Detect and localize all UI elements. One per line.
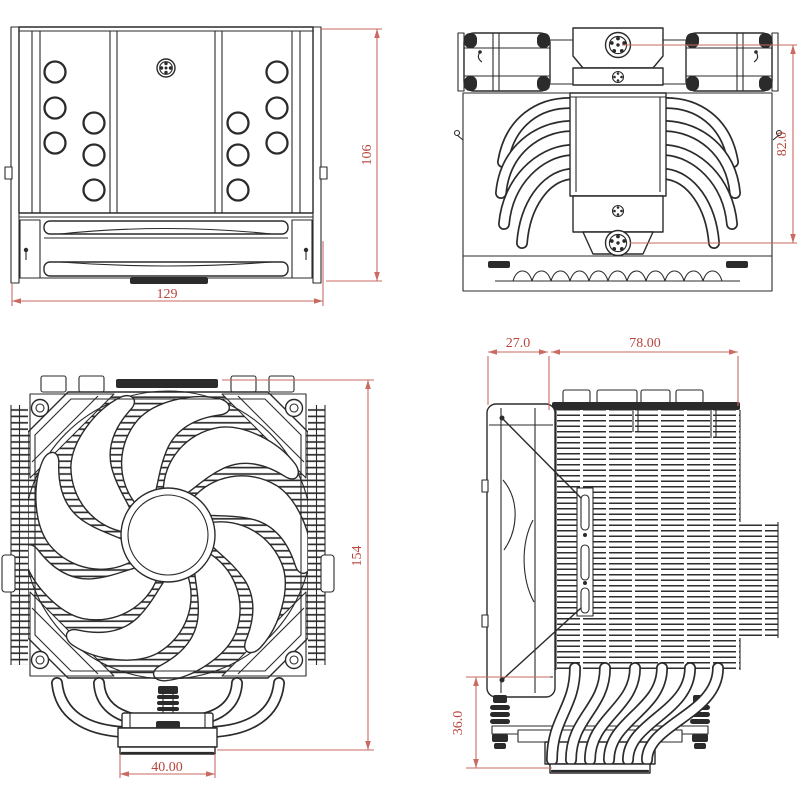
dim-label-154: 154 xyxy=(350,546,365,567)
view-cooler-side: 27.0 78.00 36.0 xyxy=(451,336,779,774)
cooler-top-drawing xyxy=(4,26,328,284)
dim-label-106: 106 xyxy=(360,145,375,166)
dim-label-82: 82.0 xyxy=(775,132,790,157)
view-cooler-front-fan: 154 40.00 xyxy=(1,375,374,778)
dim-fan-depth-27: 27.0 xyxy=(487,336,550,410)
heatpipes-left xyxy=(495,97,576,249)
fin-scallops xyxy=(512,270,723,282)
side-fan-profile xyxy=(481,403,556,698)
dim-height-106: 106 xyxy=(321,28,382,282)
dim-label-27: 27.0 xyxy=(506,336,531,351)
spring-screw-left xyxy=(490,695,510,749)
dim-base-width-40: 40.00 xyxy=(119,754,216,778)
top-screw-icon xyxy=(156,58,176,78)
fan-corner-screws xyxy=(30,398,304,670)
side-heatpipes xyxy=(546,662,724,766)
dim-label-78: 78.00 xyxy=(629,336,661,351)
fan-clip-wire-bottom xyxy=(501,607,582,681)
cpu-base-block xyxy=(117,712,218,755)
view-cooler-bottom: 82.0 xyxy=(453,27,797,292)
fan-wing-left xyxy=(457,32,573,92)
dim-label-40: 40.00 xyxy=(151,760,183,775)
heatpipes-right xyxy=(660,97,741,249)
dim-width-129: 129 xyxy=(11,241,324,306)
dim-label-129: 129 xyxy=(157,287,178,302)
small-screw-top-icon xyxy=(611,70,625,84)
fin-top-plate xyxy=(552,402,740,410)
dim-fin-depth-78: 78.00 xyxy=(551,336,739,406)
mount-screw-top-icon xyxy=(604,31,632,59)
fan-wing-right xyxy=(663,32,779,92)
base-spring-screw xyxy=(157,686,179,714)
fan-hub xyxy=(120,487,216,583)
cooler-front-drawing xyxy=(1,375,335,755)
dim-label-36: 36.0 xyxy=(451,711,466,736)
fan-blades xyxy=(22,394,312,682)
mount-screw-bottom-icon xyxy=(604,229,632,257)
top-fin-edge xyxy=(116,379,218,388)
fan-top-band xyxy=(19,216,313,284)
small-screw-bottom-icon xyxy=(611,204,625,218)
heatpipe-caps xyxy=(43,60,289,202)
side-base-block xyxy=(544,741,656,765)
dim-hole-pitch-82: 82.0 xyxy=(622,44,797,244)
view-cooler-top: 129 106 xyxy=(4,26,382,306)
fan-clip-wire-top xyxy=(501,417,582,499)
cooler-bottom-drawing xyxy=(453,27,783,292)
dim-height-154: 154 xyxy=(217,379,374,751)
dim-base-height-36: 36.0 xyxy=(451,676,552,769)
cooler-side-drawing xyxy=(481,389,779,774)
